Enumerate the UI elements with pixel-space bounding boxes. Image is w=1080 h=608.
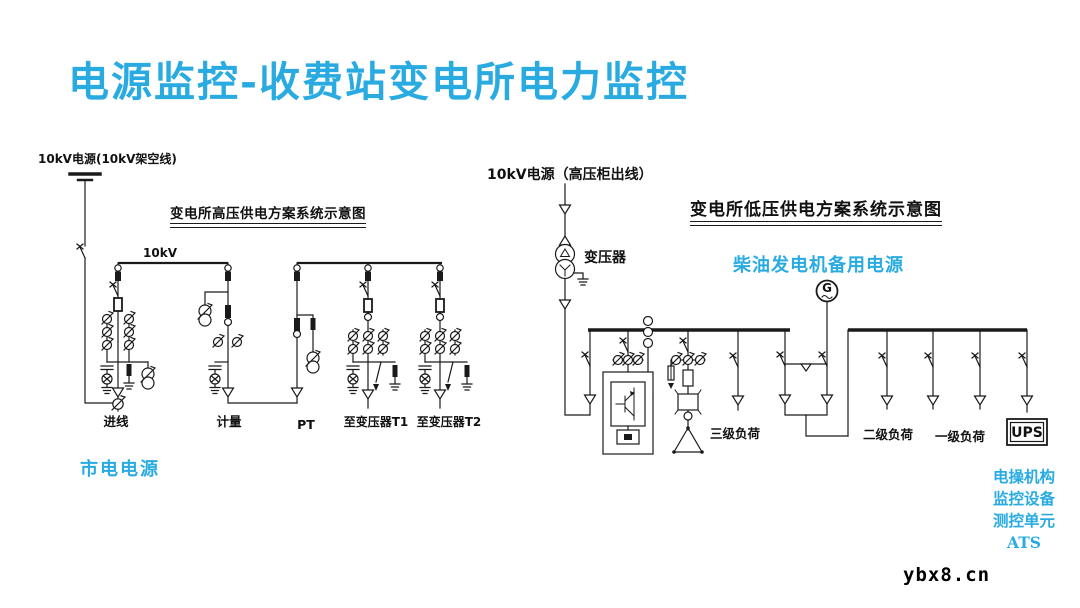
monitoring-annotation: 电操机构 监控设备 测控单元 ATS [978,466,1070,554]
watermark: ybx8.cn [903,564,991,586]
lv-source-transformer: 10kV电源（高压柜出线） 变压器 [487,166,653,416]
load1-label: 一级负荷 [935,429,986,444]
lv-busbar-2 [847,328,1027,437]
hv-feeder-metering [197,262,298,404]
hv-source-label: 10kV电源(10kV架空线) [38,151,177,166]
hv-feeder-label-t1: 至变压器T1 [344,414,409,429]
lv-diagram: 10kV电源（高压柜出线） 变压器 G [487,166,1048,455]
load2-label: 二级负荷 [863,427,914,442]
hv-busbar: 10kV [118,246,442,265]
generator-backup-annotation: 柴油发电机备用电源 [733,255,904,276]
generator-symbol-letter: G [822,281,832,295]
lv-feeder-capbank [667,329,707,454]
monitoring-annotation-line-1: 电操机构 [992,467,1055,486]
hv-feeder-incoming [100,262,156,412]
ats-transfer-switch [776,329,849,437]
lv-feeder-load2b [924,329,940,410]
page-title: 电源监控-收费站变电所电力监控 [68,58,690,106]
hv-feeder-label-metering: 计量 [216,414,242,429]
ups-box: UPS [1006,418,1048,446]
hv-source-terminal: 10kV电源(10kV架空线) [38,151,177,404]
hv-diagram-title: 变电所高压供电方案系统示意图 [170,202,366,228]
lv-diagram-title-text: 变电所低压供电方案系统示意图 [690,195,942,222]
generator: G [815,279,839,396]
utility-power-annotation: 市电电源 [80,459,160,480]
hv-feeder-label-pt: PT [297,417,315,432]
hv-bus-label: 10kV [143,246,178,260]
lv-feeder-ups [1018,329,1034,413]
lv-feeder-load1 [971,329,987,410]
hv-feeder-label-t2: 至变压器T2 [417,414,482,429]
hv-feeder-t1 [346,262,401,409]
lv-feeder-load3 [729,329,745,411]
lv-feeder-incomer [581,329,597,416]
lv-diagram-title: 变电所低压供电方案系统示意图 [690,195,942,226]
hv-diagram: 10kV电源(10kV架空线) 10kV [38,151,481,432]
lv-feeder-load2 [878,329,894,410]
load3-label: 三级负荷 [710,426,761,441]
transformer-label: 变压器 [584,249,627,266]
monitoring-annotation-line-3: 测控单元 [992,511,1055,530]
lv-feeder-apf [602,329,654,455]
ups-label: UPS [1011,425,1043,441]
hv-feeder-pt [290,262,321,404]
monitoring-annotation-line-2: 监控设备 [992,489,1055,508]
monitoring-annotation-line-4: ATS [1007,533,1041,552]
hv-feeder-t2 [418,262,473,409]
lv-source-label: 10kV电源（高压柜出线） [487,166,653,183]
hv-diagram-title-text: 变电所高压供电方案系统示意图 [170,202,366,224]
hv-feeder-label-incoming: 进线 [103,414,129,429]
